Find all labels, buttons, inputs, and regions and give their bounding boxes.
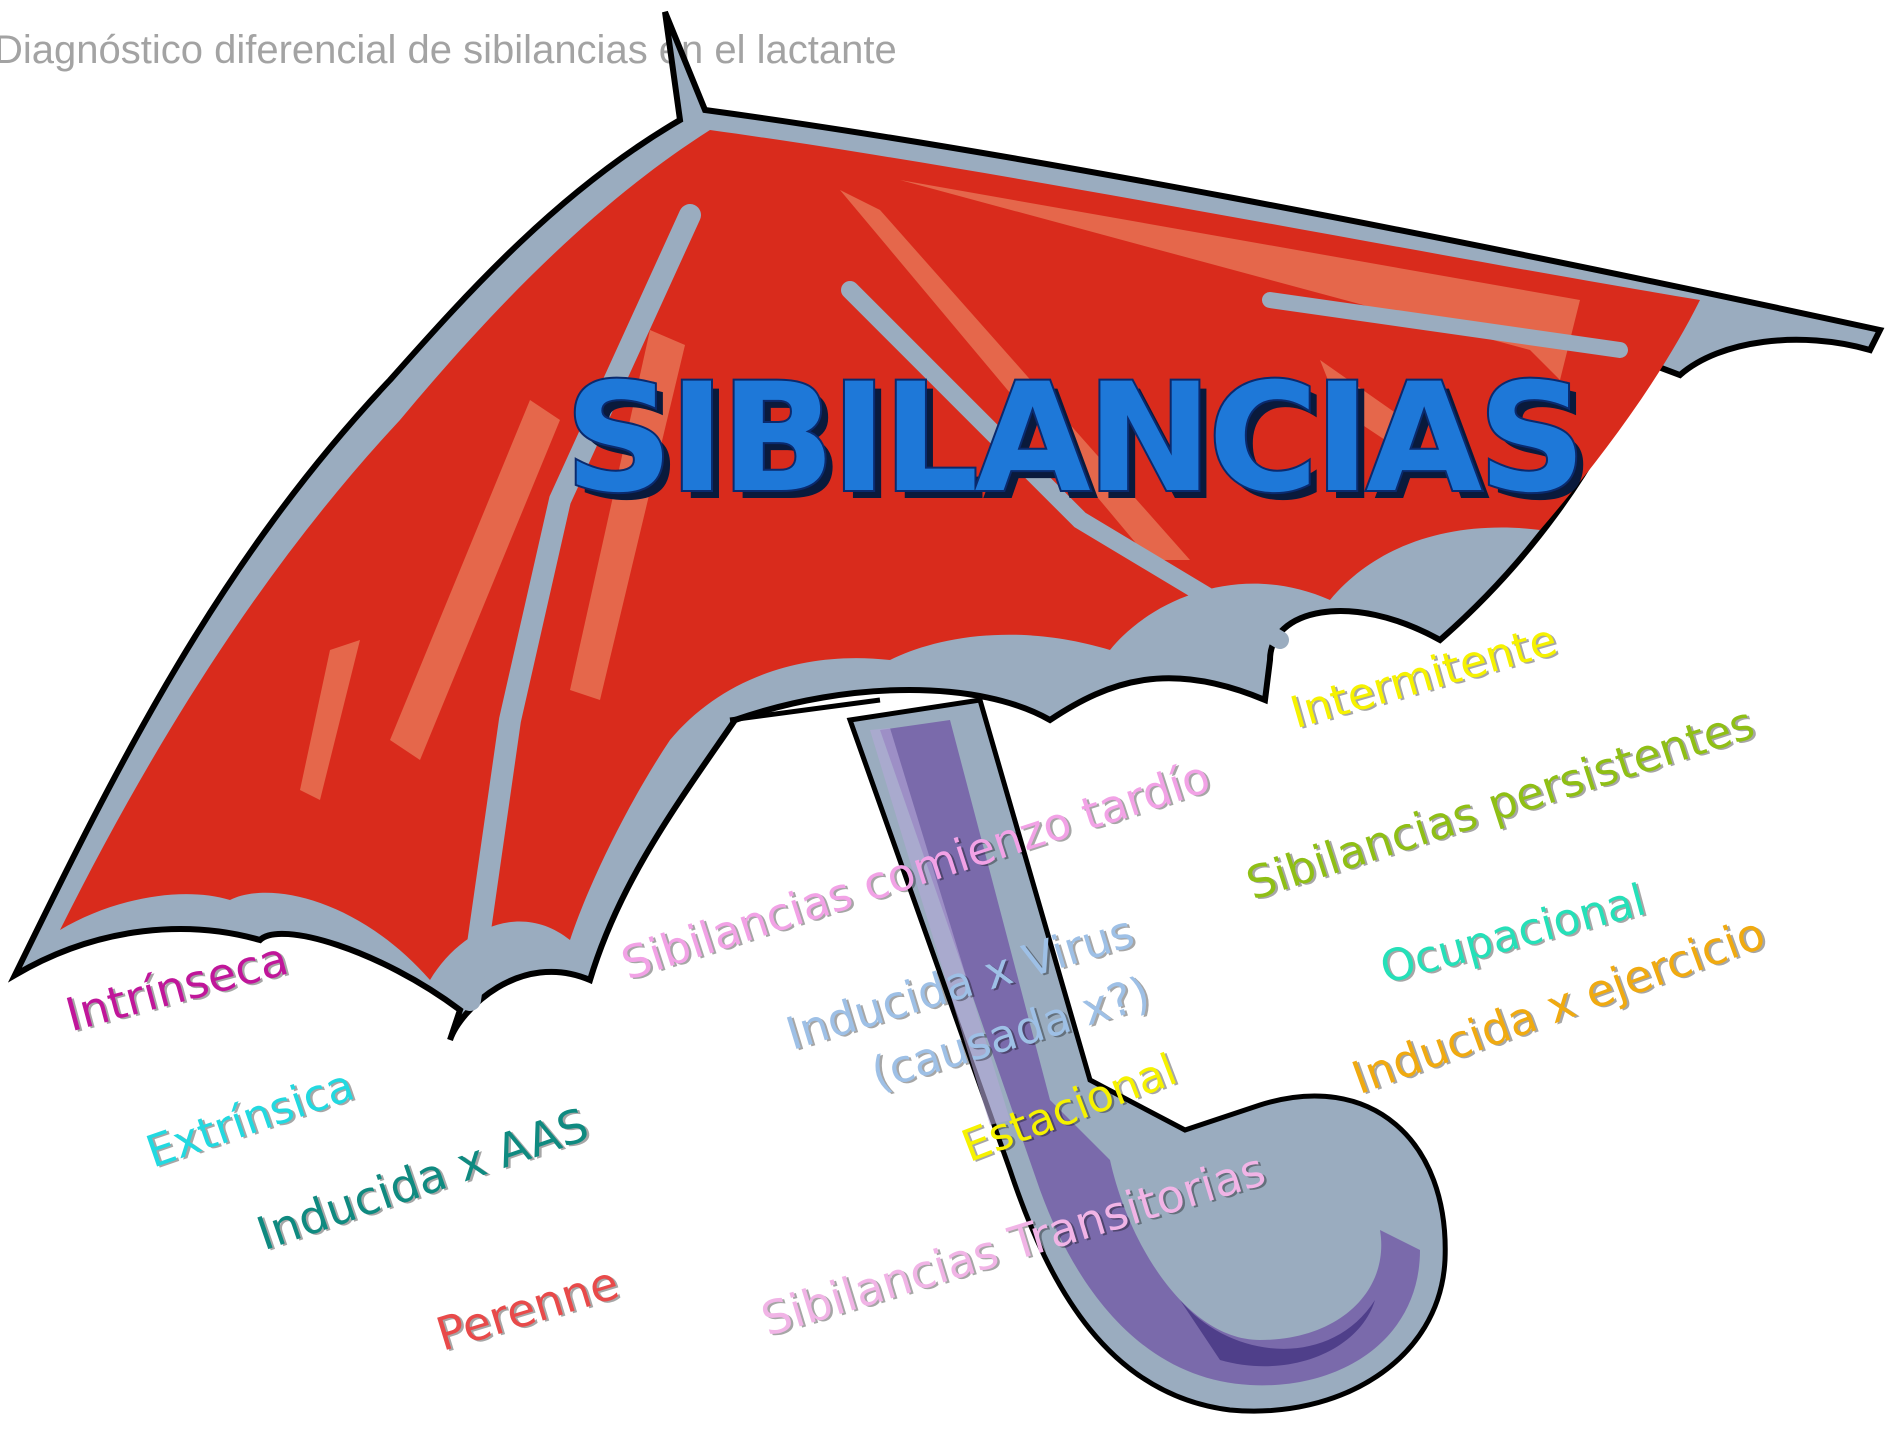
umbrella-handle (846, 697, 1448, 1414)
slide-header: Diagnóstico diferencial de sibilancias e… (0, 28, 897, 72)
umbrella-canopy (7, 10, 1885, 1042)
umbrella-title: SIBILANCIAS (565, 352, 1582, 526)
title-shadow: SIBILANCIAS (573, 360, 1590, 534)
